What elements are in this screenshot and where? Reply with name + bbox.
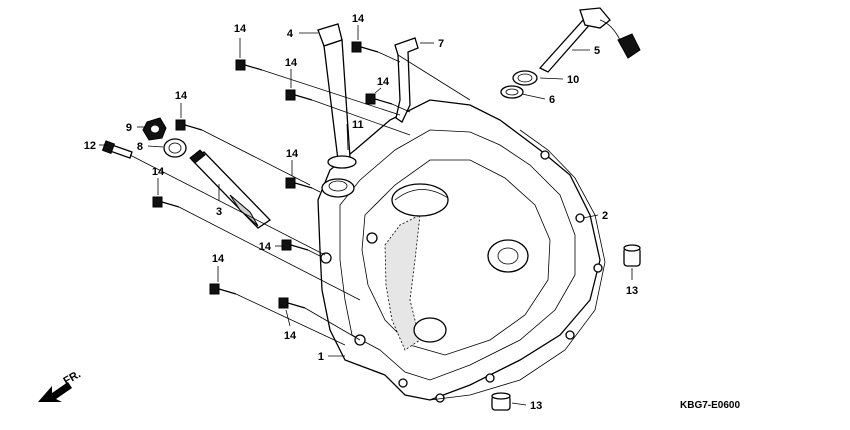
bolt: [285, 177, 313, 189]
bolt: [278, 297, 306, 309]
callout-2: 2: [602, 210, 608, 222]
callout-14-b: 14: [285, 57, 298, 69]
oil-seal: [163, 138, 187, 158]
small-bolt: [101, 140, 133, 159]
callout-10: 10: [567, 74, 579, 86]
bolt: [175, 119, 203, 131]
front-direction-indicator: FR.: [38, 368, 83, 402]
callout-13-lower: 13: [530, 400, 542, 412]
callout-8: 8: [137, 141, 143, 153]
callout-7: 7: [438, 38, 444, 50]
front-arrow-icon: [38, 382, 72, 402]
right-crankcase-cover: [317, 99, 603, 403]
bolt: [351, 41, 379, 53]
bolt: [285, 89, 313, 101]
nut: [142, 117, 167, 141]
callout-14-c: 14: [352, 13, 365, 25]
callout-9: 9: [126, 122, 132, 134]
bolt: [209, 283, 237, 295]
dowel-pin-lower: [491, 392, 511, 411]
front-label: FR.: [62, 368, 83, 387]
callout-14-j: 14: [284, 330, 297, 342]
bolt: [235, 59, 263, 71]
callout-14-e: 14: [175, 90, 188, 102]
diagram-code: KBG7-E0600: [680, 400, 740, 411]
callout-1: 1: [318, 351, 324, 363]
bolt: [281, 239, 309, 251]
callout-3: 3: [216, 206, 222, 218]
dowel-pin-upper: [623, 244, 641, 267]
bolts: [152, 41, 393, 309]
callout-14-i: 14: [212, 253, 225, 265]
callout-14-d: 14: [377, 76, 390, 88]
callout-6: 6: [549, 94, 555, 106]
callout-14-h: 14: [259, 241, 272, 253]
collar: [500, 85, 524, 99]
callout-14-a: 14: [234, 23, 247, 35]
cable-bracket: [394, 37, 419, 123]
kick-starter-spindle: [189, 149, 272, 229]
bolt: [152, 196, 180, 208]
bolt: [365, 93, 393, 105]
callout-labels: 4 7 5 10 6 9 8 12 11 3 2 13 13 1 14 14 1…: [84, 13, 638, 412]
leader-lines: [99, 25, 633, 406]
spring: [512, 70, 538, 86]
callout-13-upper: 13: [626, 285, 638, 297]
cover-gasket: [429, 129, 606, 401]
speedometer-cable-assy: [538, 7, 641, 73]
callout-12: 12: [84, 140, 96, 152]
callout-14-g: 14: [152, 166, 165, 178]
oil-level-gauge: [317, 23, 357, 169]
callout-5: 5: [594, 45, 600, 57]
callout-11: 11: [352, 119, 364, 131]
callout-4: 4: [287, 28, 294, 40]
callout-14-f: 14: [286, 148, 299, 160]
